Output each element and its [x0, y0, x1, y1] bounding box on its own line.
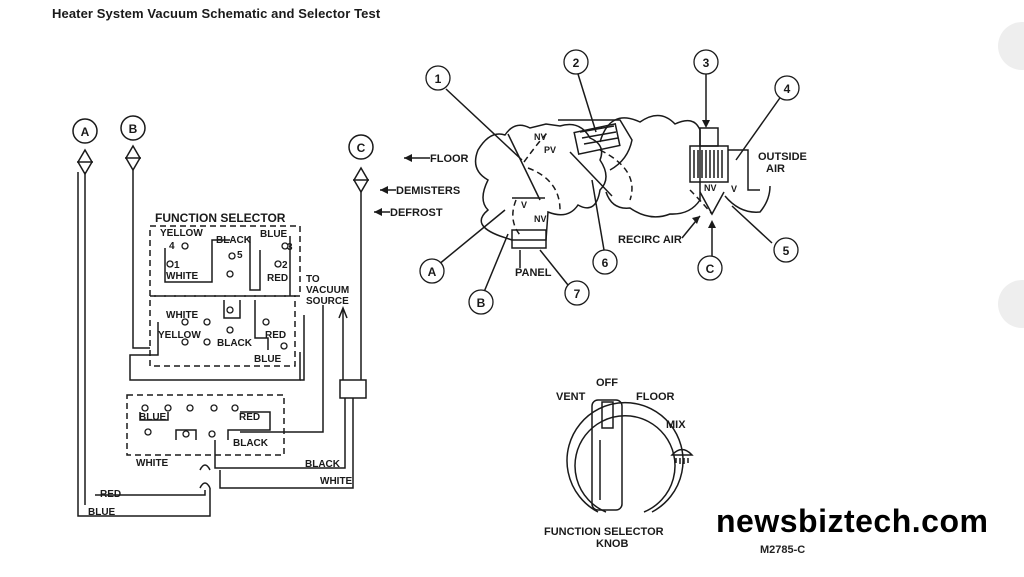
svg-text:BLUE: BLUE: [254, 354, 282, 365]
airflow-diagram: FLOOR DEMISTERS DEFROST PANEL RECIRC AIR…: [374, 49, 807, 315]
svg-text:6: 6: [602, 256, 609, 270]
svg-text:RED: RED: [100, 489, 121, 500]
svg-text:5: 5: [237, 250, 243, 261]
svg-text:YELLOW: YELLOW: [160, 228, 203, 239]
svg-text:V: V: [731, 184, 737, 194]
svg-text:A: A: [428, 265, 437, 279]
watermark: newsbiztech.com: [716, 503, 989, 539]
svg-text:BLACK: BLACK: [217, 338, 253, 349]
svg-text:MIX: MIX: [666, 419, 686, 431]
svg-text:1: 1: [174, 260, 180, 271]
svg-text:NV: NV: [534, 132, 547, 142]
callout-3: 3: [693, 49, 719, 75]
svg-text:FUNCTION SELECTOR: FUNCTION SELECTOR: [544, 526, 664, 538]
svg-text:WHITE: WHITE: [166, 271, 199, 282]
letter-c: C: [697, 255, 723, 281]
svg-text:4: 4: [784, 82, 791, 96]
svg-text:C: C: [706, 262, 715, 276]
svg-text:RED: RED: [267, 273, 288, 284]
callout-1: 1: [425, 65, 451, 91]
callout-7: 7: [564, 280, 590, 306]
svg-text:1: 1: [435, 72, 442, 86]
svg-text:BLACK: BLACK: [233, 438, 269, 449]
svg-text:2: 2: [282, 260, 288, 271]
callout-5: 5: [773, 237, 799, 263]
svg-text:7: 7: [574, 287, 581, 301]
svg-text:VENT: VENT: [556, 391, 586, 403]
svg-text:BLACK: BLACK: [305, 459, 341, 470]
svg-text:DEMISTERS: DEMISTERS: [396, 185, 460, 197]
figure-id: M2785-C: [760, 544, 806, 556]
function-selector-knob: OFF VENT FLOOR MIX FUNCTION SELECTOR KNO…: [544, 377, 694, 550]
svg-text:OFF: OFF: [596, 377, 618, 389]
svg-text:FLOOR: FLOOR: [430, 153, 469, 165]
svg-text:3: 3: [703, 56, 710, 70]
callout-2: 2: [563, 49, 589, 75]
svg-text:YELLOW: YELLOW: [158, 330, 201, 341]
defrost-icon: [670, 448, 694, 464]
svg-text:WHITE: WHITE: [166, 310, 199, 321]
callout-4: 4: [774, 75, 800, 101]
function-selector-label: FUNCTION SELECTOR: [155, 211, 286, 225]
connector-b: B: [120, 115, 146, 172]
connector-a: A: [72, 118, 98, 176]
page-title: Heater System Vacuum Schematic and Selec…: [52, 6, 381, 21]
letter-a: A: [419, 258, 445, 284]
svg-text:5: 5: [783, 244, 790, 258]
svg-text:RECIRC AIR: RECIRC AIR: [618, 234, 682, 246]
connector-c: C: [348, 134, 374, 194]
svg-text:A: A: [81, 125, 90, 139]
svg-text:BLUE: BLUE: [88, 507, 116, 518]
svg-text:TO: TO: [306, 274, 320, 285]
svg-text:OUTSIDE: OUTSIDE: [758, 151, 807, 163]
svg-text:WHITE: WHITE: [136, 458, 169, 469]
svg-text:AIR: AIR: [766, 163, 785, 175]
svg-text:BLACK: BLACK: [216, 235, 252, 246]
svg-text:V: V: [521, 200, 527, 210]
svg-text:KNOB: KNOB: [596, 538, 628, 550]
svg-text:PANEL: PANEL: [515, 267, 552, 279]
svg-text:DEFROST: DEFROST: [390, 207, 443, 219]
svg-text:NV: NV: [704, 183, 717, 193]
svg-text:B: B: [129, 122, 138, 136]
letter-b: B: [468, 289, 494, 315]
svg-text:2: 2: [573, 56, 580, 70]
svg-text:3: 3: [287, 242, 293, 253]
svg-text:4: 4: [169, 241, 175, 252]
svg-text:SOURCE: SOURCE: [306, 296, 349, 307]
svg-text:B: B: [477, 296, 486, 310]
svg-text:NV: NV: [534, 214, 547, 224]
svg-text:RED: RED: [265, 330, 286, 341]
svg-text:VACUUM: VACUUM: [306, 285, 349, 296]
svg-text:C: C: [357, 141, 366, 155]
svg-text:BLUE: BLUE: [260, 229, 288, 240]
svg-text:BLUE: BLUE: [139, 412, 167, 423]
svg-text:RED: RED: [239, 412, 260, 423]
svg-text:FLOOR: FLOOR: [636, 391, 675, 403]
callout-6: 6: [592, 249, 618, 275]
vacuum-schematic: A B C: [72, 115, 374, 518]
svg-text:PV: PV: [544, 145, 556, 155]
svg-text:WHITE: WHITE: [320, 476, 353, 487]
